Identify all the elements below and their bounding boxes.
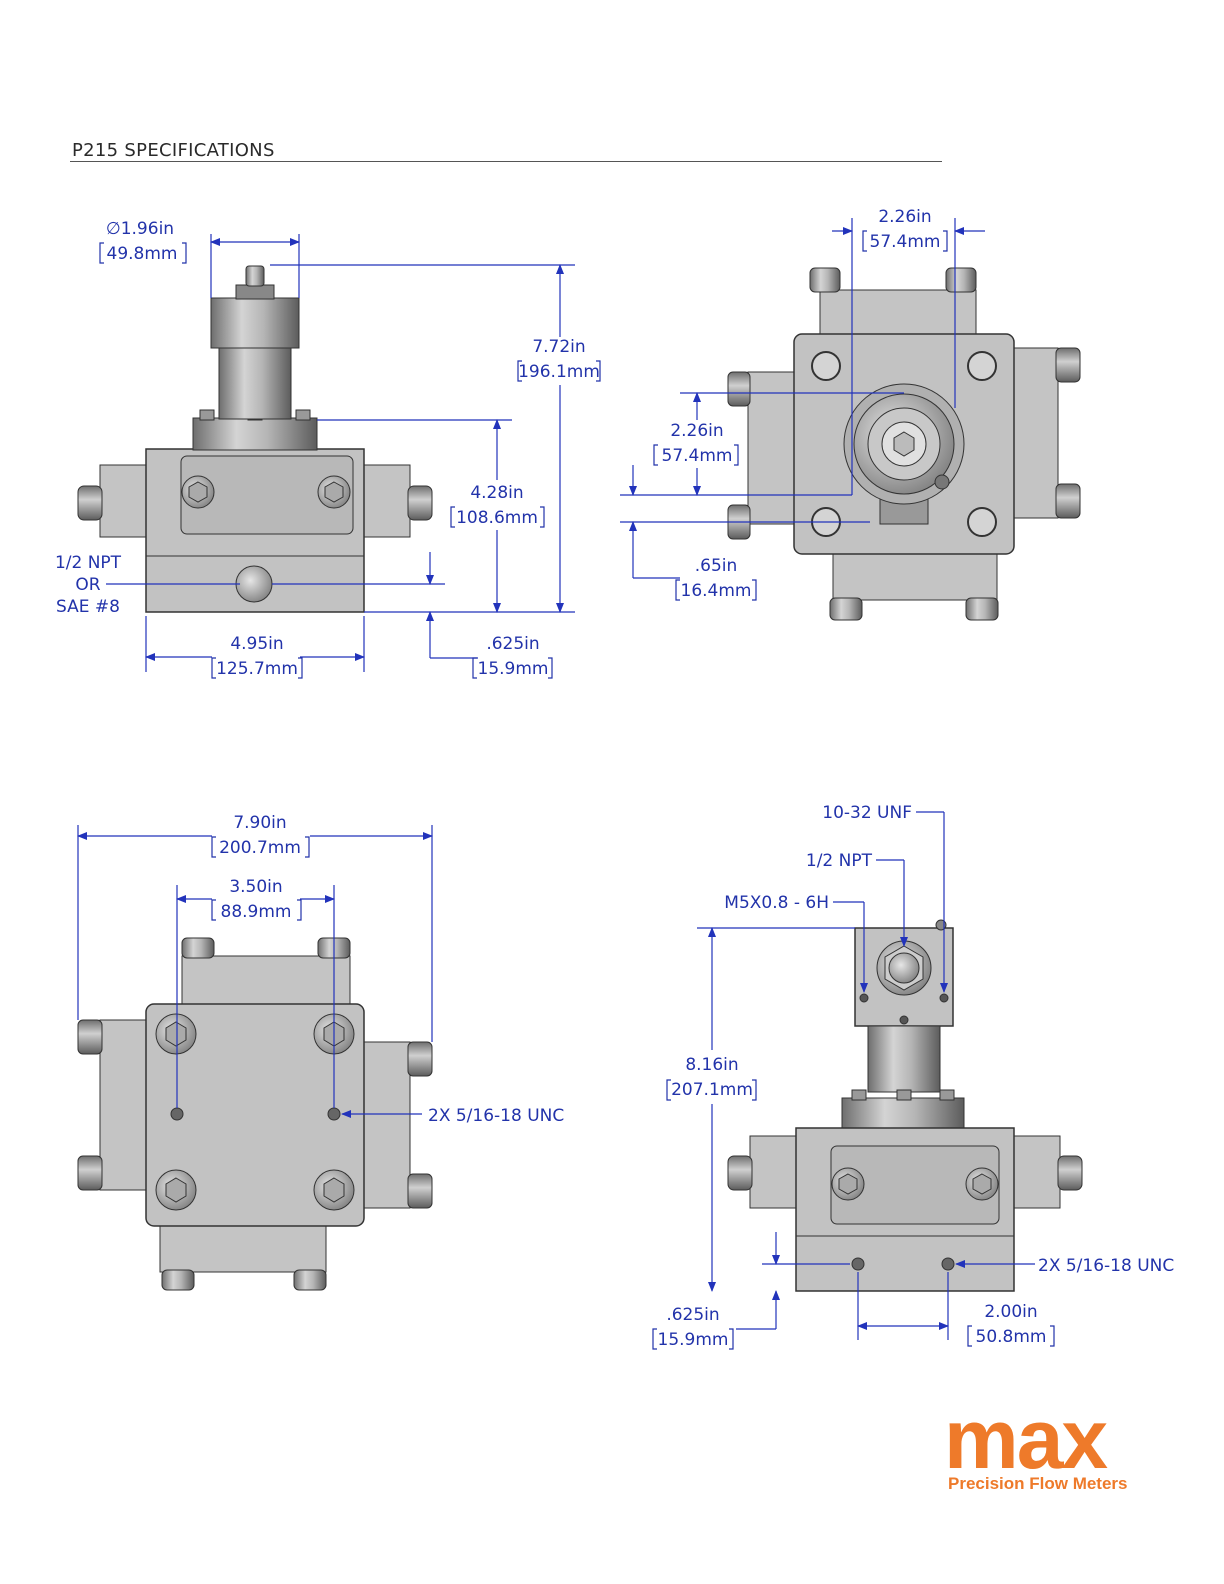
top-view [727,267,1081,621]
side-thread-2: 1/2 NPT [806,851,873,871]
top-offset-y-mm: 57.4mm [662,446,733,466]
front-height-total-in: 7.72in [532,337,585,357]
front-height-total-mm: 196.1mm [518,362,600,382]
bottom-hole-spacing-mm: 88.9mm [221,902,292,922]
front-view-dimensions: ∅1.96in 49.8mm 7.72in 196.1mm 4.28in 108… [55,219,601,679]
bottom-overall-width-mm: 200.7mm [219,838,301,858]
top-offset-small-mm: 16.4mm [681,581,752,601]
front-port-label-2: OR [75,575,100,595]
top-offset-x-mm: 57.4mm [870,232,941,252]
title-rule [70,161,942,162]
side-thread-3: M5X0.8 - 6H [724,893,829,913]
front-diameter-mm: 49.8mm [107,244,178,264]
front-port-label-1: 1/2 NPT [55,553,122,573]
max-logo: max Precision Flow Meters [944,1392,1128,1493]
side-thread-1: 10-32 UNF [822,803,912,823]
bottom-view-dimensions: 7.90in 200.7mm 3.50in 88.9mm 2X 5/16-18 … [77,813,564,1126]
top-offset-x-in: 2.26in [878,207,931,227]
side-offset-mm: 15.9mm [658,1330,729,1350]
side-height-in: 8.16in [685,1055,738,1075]
front-width-in: 4.95in [230,634,283,654]
side-hole-spacing-mm: 50.8mm [976,1327,1047,1347]
front-width-mm: 125.7mm [216,659,298,679]
front-port-offset-in: .625in [486,634,539,654]
top-view-dimensions: 2.26in 57.4mm 2.26in 57.4mm .65in 16.4mm [620,207,985,601]
page-title: P215 SPECIFICATIONS [72,140,275,161]
top-offset-y-in: 2.26in [670,421,723,441]
front-diameter-in: ∅1.96in [106,219,174,239]
side-view-dimensions: 10-32 UNF 1/2 NPT M5X0.8 - 6H 8.16in 207… [652,803,1174,1350]
bottom-overall-width-in: 7.90in [233,813,286,833]
front-height-body-mm: 108.6mm [456,508,538,528]
front-port-offset-mm: 15.9mm [478,659,549,679]
bottom-thread-label: 2X 5/16-18 UNC [428,1106,564,1126]
bottom-hole-spacing-in: 3.50in [229,877,282,897]
logo-tagline: Precision Flow Meters [948,1474,1128,1493]
side-offset-in: .625in [666,1305,719,1325]
top-offset-small-in: .65in [695,556,738,576]
front-height-body-in: 4.28in [470,483,523,503]
side-hole-spacing-in: 2.00in [984,1302,1037,1322]
side-thread-label: 2X 5/16-18 UNC [1038,1256,1174,1276]
front-view [77,265,433,613]
front-port-label-3: SAE #8 [56,597,120,617]
side-height-mm: 207.1mm [671,1080,753,1100]
side-view [727,919,1083,1292]
logo-name: max [944,1392,1108,1486]
